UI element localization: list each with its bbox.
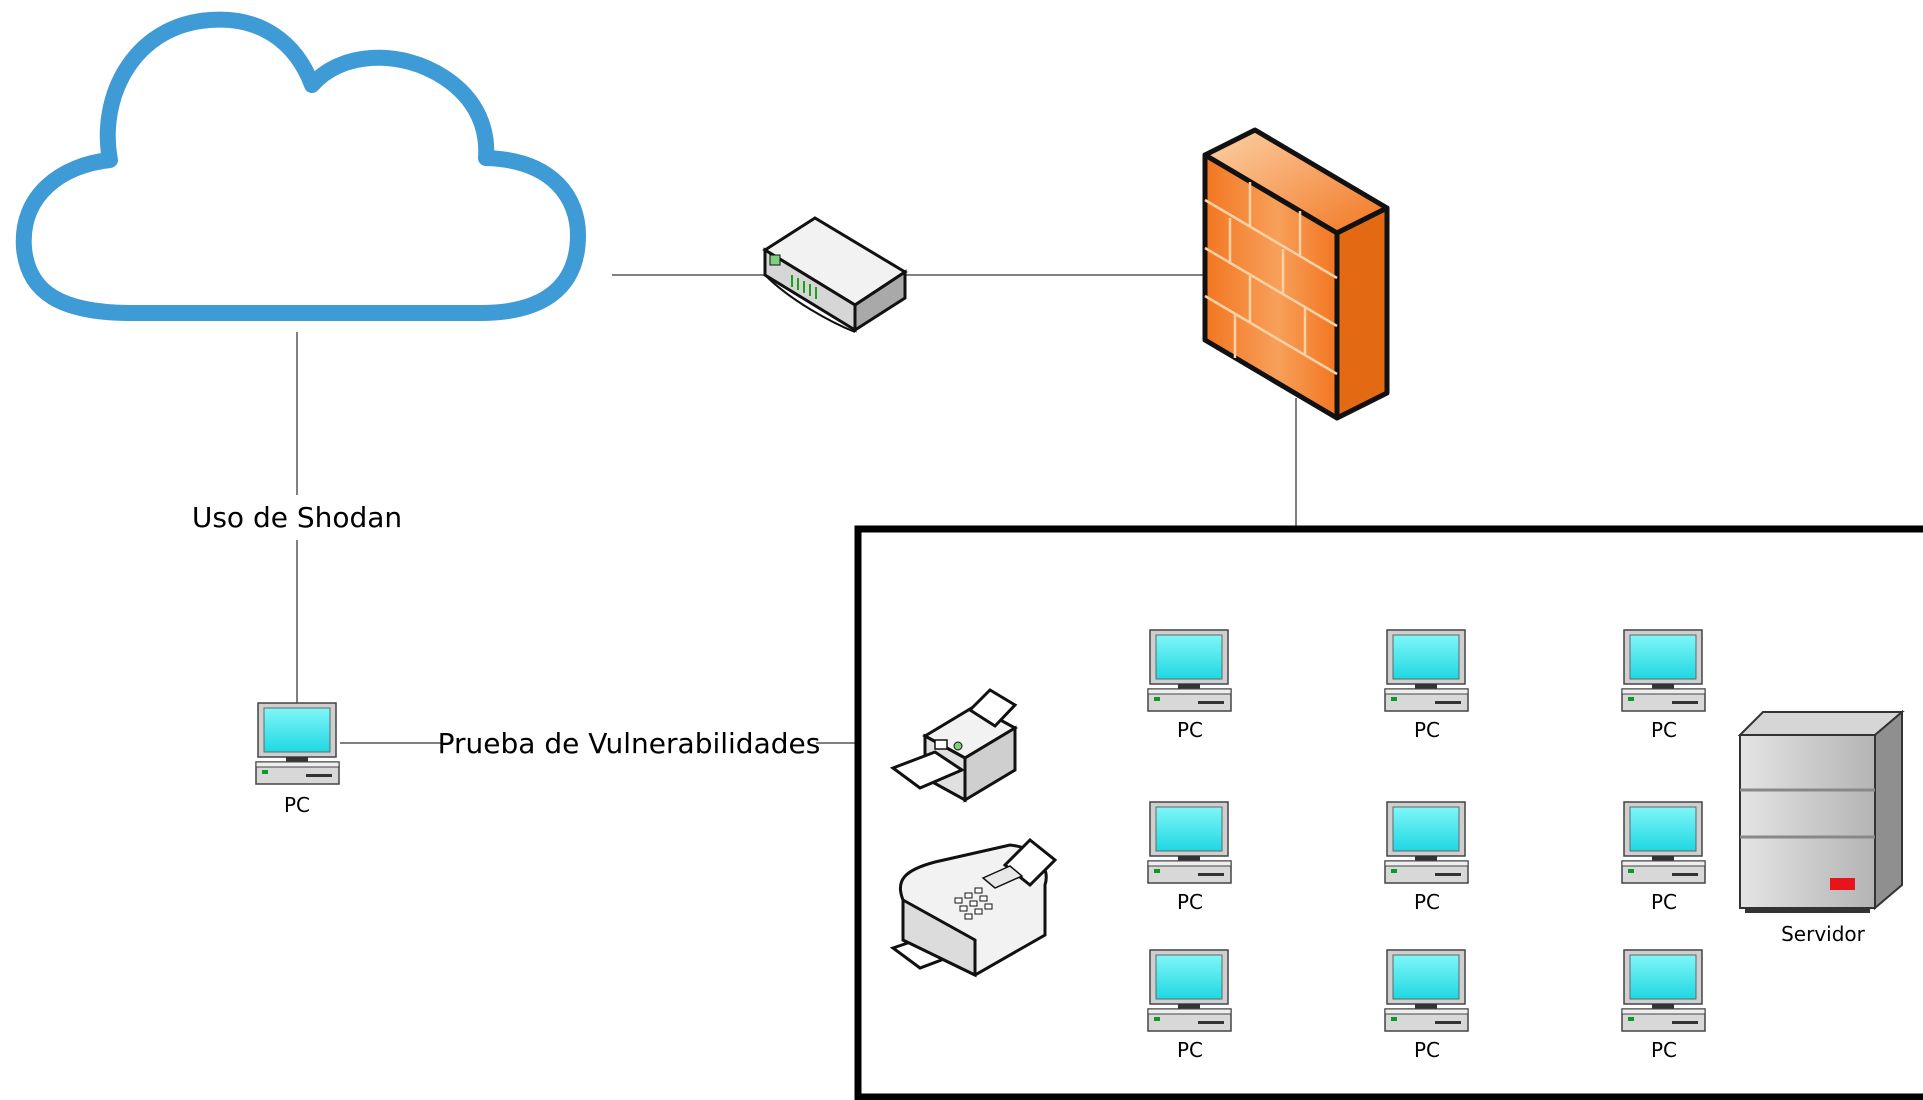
pc-icon [1384, 629, 1469, 712]
cloud-icon [15, 11, 586, 321]
pc-icon [1621, 949, 1706, 1032]
pc-label: PC [1177, 890, 1203, 914]
pc-icon [1384, 801, 1469, 884]
vuln-test-label: Prueba de Vulnerabilidades [438, 727, 821, 760]
pc-icon [1147, 629, 1232, 712]
server-icon [1737, 709, 1905, 913]
pc-icon [1147, 949, 1232, 1032]
pc-icon [1621, 629, 1706, 712]
modem-icon [762, 216, 908, 333]
pc-label: PC [1414, 718, 1440, 742]
lan-boundary [854, 525, 1923, 1100]
pc-label: PC [1177, 1038, 1203, 1062]
pc-icon [1621, 801, 1706, 884]
printer-icon [889, 688, 1019, 803]
pc-label: PC [1177, 718, 1203, 742]
pc-label: PC [1414, 1038, 1440, 1062]
firewall-icon [1202, 127, 1390, 421]
pc-label: PC [1651, 718, 1677, 742]
pc-icon [1384, 949, 1469, 1032]
pc-label: PC [1414, 890, 1440, 914]
server-label: Servidor [1781, 922, 1866, 946]
shodan-label: Uso de Shodan [192, 501, 402, 534]
pc-label: PC [1651, 890, 1677, 914]
attacker-pc-label: PC [284, 793, 310, 817]
fax-icon [889, 837, 1058, 978]
pc-icon [255, 702, 340, 785]
pc-label: PC [1651, 1038, 1677, 1062]
pc-icon [1147, 801, 1232, 884]
